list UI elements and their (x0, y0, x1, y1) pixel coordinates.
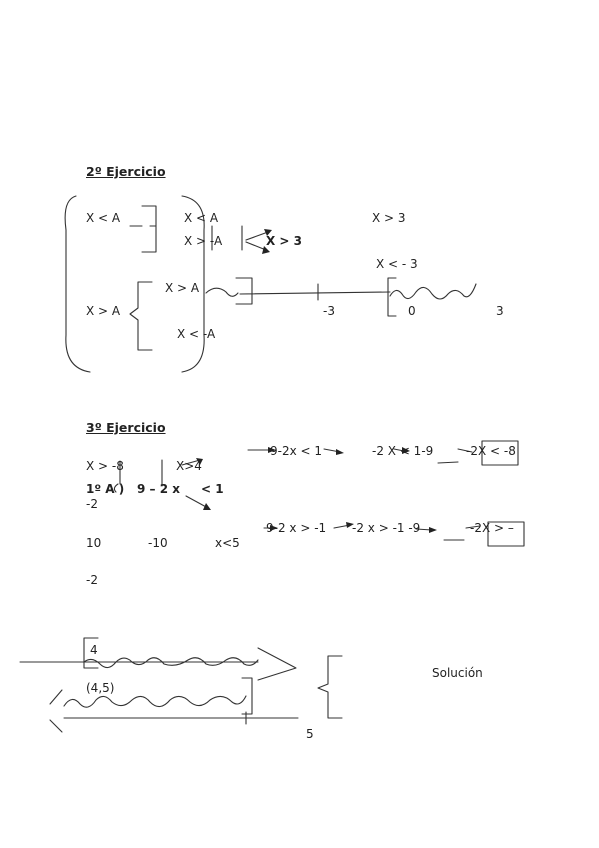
ex2-case-x-less-a: X < A (184, 211, 219, 225)
ex3-step-9-2x-gt-neg1: 9-2 x > -1 (266, 521, 327, 535)
ex2-result-x-lt-neg3: X < - 3 (376, 257, 418, 271)
number-line-label-3: 3 (496, 304, 504, 318)
ex3-x-gt-4: X>4 (176, 459, 202, 473)
ex2-condition-x-gt-a: X > A (86, 304, 121, 318)
ex2-case-x-gt-a: X > A (165, 281, 200, 295)
ex3-step-neg2x-lt-neg8: -2X < -8 (466, 444, 516, 458)
ex2-case-x-lt-neg-a: X < -A (177, 327, 216, 341)
ex3-x-gt-neg8: X > -8 (86, 459, 124, 473)
ex3-value-neg10: -10 (148, 536, 168, 550)
exercise-3-heading: 3º Ejercicio (86, 420, 166, 435)
ex2-case-x-gt-neg-a: X > -A (184, 234, 223, 248)
solution-interval: (4,5) (86, 681, 115, 695)
ex3-divisor-neg2-b: -2 (86, 573, 98, 587)
ex2-result-bold: X > 3 (266, 234, 303, 248)
ex3-step-neg2x-gt: -2X > – (470, 521, 514, 535)
solution-label: Solución (432, 666, 483, 680)
ex2-result-x-gt-3: X > 3 (372, 211, 406, 225)
ex3-x-lt-5: x<5 (215, 536, 240, 550)
ex3-expression: 9 – 2 x (137, 482, 180, 496)
ex3-step-9-2x-lt-1: 9-2x < 1 (270, 444, 323, 458)
ex2-condition-x-less-a: X < A (86, 211, 121, 225)
ex3-part-a-label: 1º A ) (86, 482, 125, 496)
number-line-label-0: 0 (408, 304, 416, 318)
ex3-divisor-neg2: -2 (86, 497, 98, 511)
solution-bound-4: 4 (90, 643, 98, 657)
exercise-2-heading: 2º Ejercicio (86, 164, 166, 179)
number-line-label-neg3: -3 (323, 304, 335, 318)
solution-bound-5: 5 (306, 727, 314, 741)
ex3-value-10: 10 (86, 536, 102, 550)
ex3-step-neg2x-lt-1-9: -2 X < 1-9 (372, 444, 434, 458)
ex3-lt-1: < 1 (201, 482, 224, 496)
ex3-step-neg2x-gt-neg1-9: -2 x > -1 -9 (352, 521, 421, 535)
